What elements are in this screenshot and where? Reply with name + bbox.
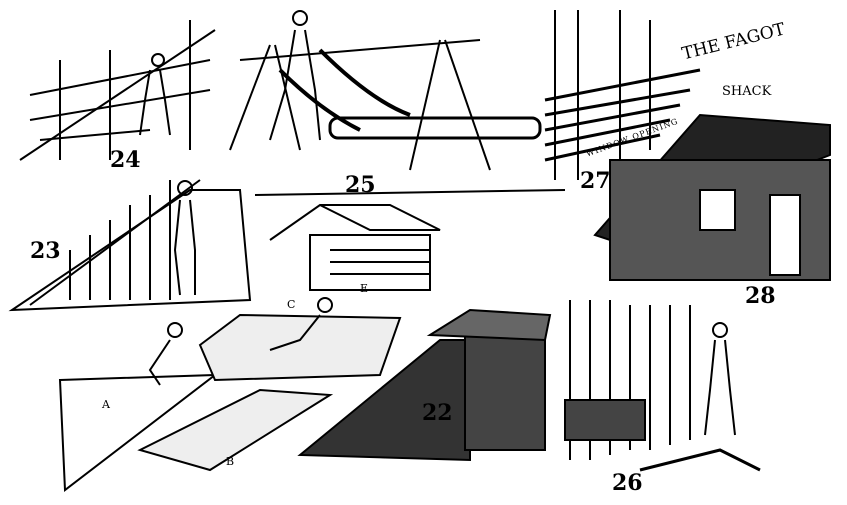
- label-a: A: [102, 398, 110, 411]
- figure-23-drawing: [8, 179, 252, 312]
- figure-28-drawing: [593, 113, 831, 281]
- figure-number-22: 22: [422, 400, 453, 426]
- figure-number-28: 28: [745, 283, 776, 309]
- figure-22-drawing: [297, 308, 552, 462]
- figure-26-drawing: [564, 300, 761, 472]
- label-b: B: [226, 455, 235, 468]
- title-shack: SHACK: [722, 84, 772, 99]
- label-e: E: [360, 282, 369, 295]
- figure-abc-drawing: [58, 297, 402, 492]
- figure-e-cabin: [269, 203, 441, 291]
- figure-number-23: 23: [30, 238, 61, 264]
- figure-number-24: 24: [110, 147, 141, 173]
- figure-number-25: 25: [345, 172, 376, 198]
- figure-24-drawing: [19, 20, 216, 161]
- divider-line: [254, 189, 566, 196]
- label-c: C: [287, 298, 296, 311]
- figure-27-drawing: [544, 10, 701, 180]
- figure-number-27: 27: [580, 168, 611, 194]
- figure-number-26: 26: [612, 470, 643, 496]
- figure-25-drawing: [229, 10, 542, 171]
